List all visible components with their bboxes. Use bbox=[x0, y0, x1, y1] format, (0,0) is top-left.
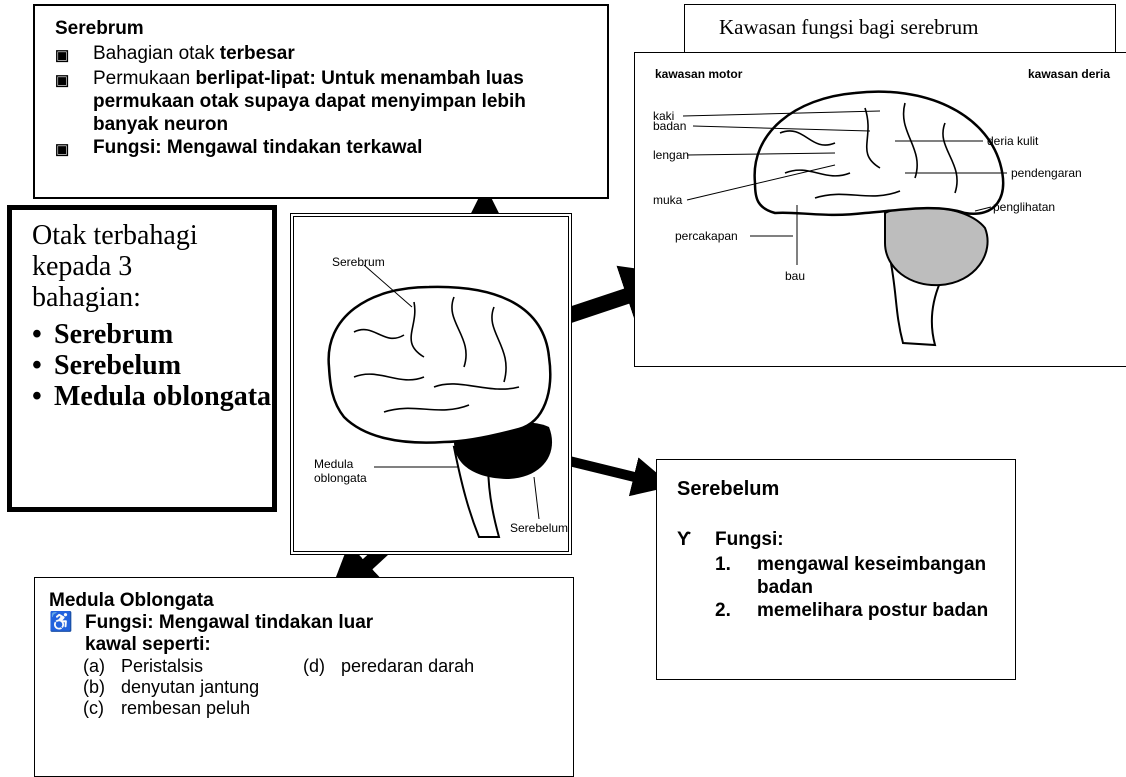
medula-box: Medula Oblongata ♿ Fungsi: Mengawal tind… bbox=[34, 577, 574, 777]
serebrum-box: Serebrum ▣ Bahagian otak terbesar ▣ Perm… bbox=[33, 4, 609, 199]
bullet-bold-text: Fungsi: Mengawal tindakan terkawal bbox=[93, 137, 423, 158]
otak-parts-list: •Serebrum •Serebelum •Medula oblongata bbox=[32, 319, 272, 412]
item-text: peredaran darah bbox=[341, 656, 475, 676]
serebelum-box: Serebelum Ƴ Fungsi: 1. mengawal keseimban… bbox=[656, 459, 1016, 680]
otak-part: •Serebelum bbox=[32, 350, 182, 381]
serebelum-fungsi-label: Fungsi: bbox=[715, 529, 784, 550]
list-item: 2. memelihara postur badan bbox=[715, 599, 1015, 622]
label-muka: muka bbox=[653, 193, 683, 207]
item-letter: (c) bbox=[83, 698, 104, 718]
otak-part-label: Serebrum bbox=[54, 319, 174, 350]
antenna-icon: Ƴ bbox=[677, 529, 692, 550]
item-text: rembesan peluh bbox=[121, 698, 251, 718]
label-kawasan-deria: kawasan deria bbox=[1028, 67, 1111, 81]
label-deria-kulit: deria kulit bbox=[987, 134, 1039, 148]
center-label-serebrum: Serebrum bbox=[332, 255, 385, 269]
label-lengan: lengan bbox=[653, 148, 690, 162]
arrow-to-serebelum bbox=[563, 455, 673, 497]
item-letter: (d) bbox=[303, 656, 325, 676]
label-percakapan: percakapan bbox=[675, 229, 738, 243]
label-penglihatan: penglihatan bbox=[993, 200, 1056, 214]
bullet-bold-text: berlipat-lipat: Untuk menambah luas perm… bbox=[93, 68, 526, 135]
item-letter: (b) bbox=[83, 677, 105, 697]
bullet-text: Bahagian otak bbox=[93, 43, 220, 64]
otak-part: •Serebrum bbox=[32, 319, 174, 350]
label-kaki: kaki bbox=[653, 109, 675, 123]
serebrum-bullet: ▣ Fungsi: Mengawal tindakan terkawal bbox=[55, 136, 593, 161]
brain-areas-box: kawasan motor kawasan deria kaki badan l… bbox=[634, 52, 1126, 367]
list-item: (b) denyutan jantung bbox=[83, 677, 573, 698]
serebelum-fungsi: Ƴ Fungsi: bbox=[677, 529, 1015, 551]
otak-part-label: Medula oblongata bbox=[54, 381, 272, 412]
serebelum-function-list: 1. mengawal keseimbangan badan 2. memeliha… bbox=[715, 553, 1015, 622]
item-number: 2. bbox=[715, 600, 731, 621]
brain-side-view bbox=[682, 90, 1007, 347]
medula-fungsi-text: Fungsi: Mengawal tindakan luar kawal sep… bbox=[85, 612, 374, 655]
kawasan-title-box: Kawasan fungsi bagi serebrum bbox=[684, 4, 1116, 58]
item-text: memelihara postur badan bbox=[757, 600, 989, 621]
otak-intro: Otak terbahagi kepada 3 bahagian: bbox=[32, 220, 198, 313]
bullet-square-icon: ▣ bbox=[55, 72, 70, 89]
brain-center-illustration bbox=[327, 264, 553, 538]
label-kawasan-motor: kawasan motor bbox=[655, 67, 743, 81]
bullet-bold-text: terbesar bbox=[219, 43, 295, 64]
label-badan: badan bbox=[653, 119, 687, 133]
list-item: 1. mengawal keseimbangan badan bbox=[715, 553, 1015, 599]
bullet-square-icon: ▣ bbox=[55, 141, 70, 158]
otak-box: Otak terbahagi kepada 3 bahagian: •Sereb… bbox=[7, 205, 277, 512]
kawasan-title: Kawasan fungsi bagi serebrum bbox=[719, 15, 979, 39]
otak-part: •Medula oblongata bbox=[32, 381, 272, 412]
center-brain-frame: Serebrum Medula oblongata Serebelum bbox=[290, 213, 572, 555]
serebrum-bullet: ▣ Permukaan berlipat-lipat: Untuk menamb… bbox=[55, 67, 593, 136]
serebrum-title: Serebrum bbox=[55, 18, 144, 39]
medula-fungsi: ♿ Fungsi: Mengawal tindakan luar kawal s… bbox=[49, 612, 573, 656]
otak-part-label: Serebelum bbox=[54, 350, 182, 381]
serebrum-bullet: ▣ Bahagian otak terbesar bbox=[55, 42, 593, 67]
item-text: mengawal keseimbangan badan bbox=[757, 554, 987, 598]
item-text: denyutan jantung bbox=[121, 677, 260, 697]
center-label-serebelum: Serebelum bbox=[510, 521, 569, 535]
item-text: Peristalsis bbox=[121, 656, 204, 676]
medula-title: Medula Oblongata bbox=[49, 590, 214, 611]
list-item: (c) rembesan peluh bbox=[83, 698, 573, 719]
center-label-medula: Medula oblongata bbox=[314, 457, 367, 485]
item-letter: (a) bbox=[83, 656, 105, 676]
bullet-text: Permukaan bbox=[93, 68, 196, 89]
label-bau: bau bbox=[785, 269, 806, 283]
list-item: (a) Peristalsis (d) peredaran darah bbox=[83, 656, 573, 677]
item-number: 1. bbox=[715, 554, 731, 575]
bullet-square-icon: ▣ bbox=[55, 47, 70, 64]
wheelchair-icon: ♿ bbox=[49, 612, 73, 633]
serebelum-title: Serebelum bbox=[677, 478, 780, 500]
label-pendengaran: pendengaran bbox=[1011, 166, 1082, 180]
